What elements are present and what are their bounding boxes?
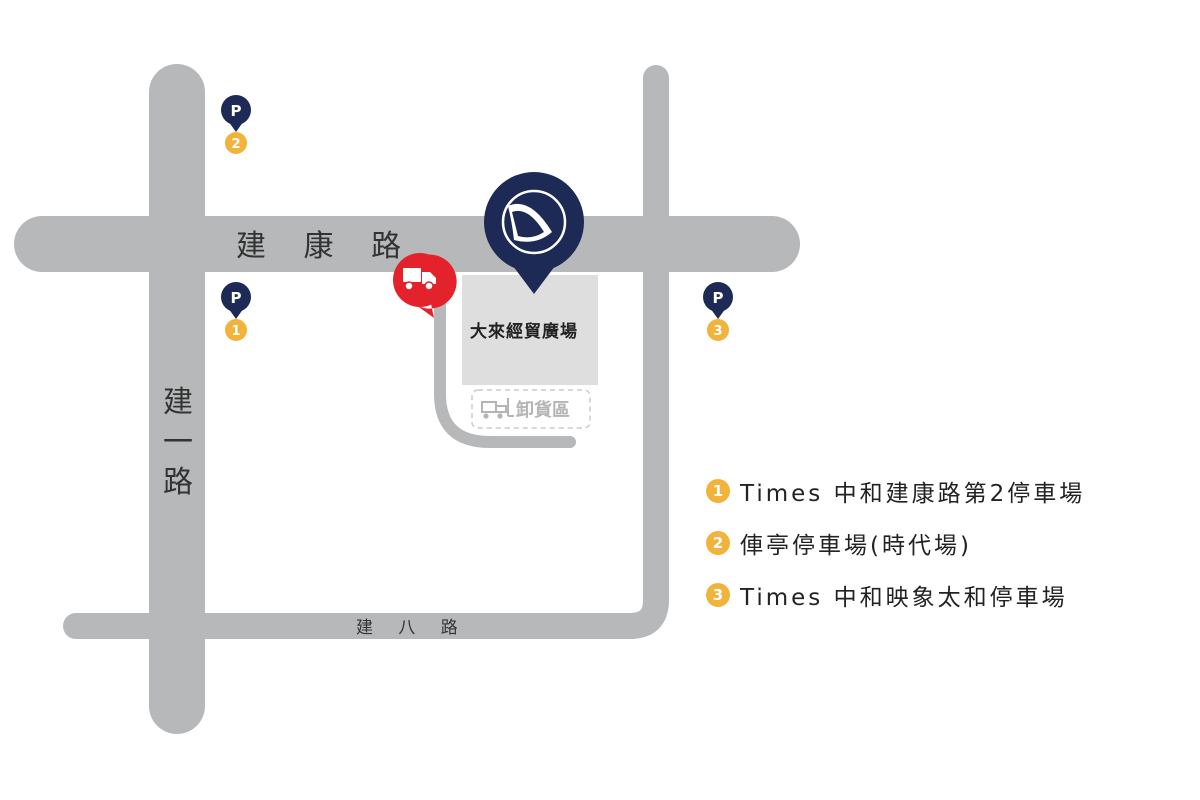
parking-marker-3[interactable]: P 3 [703,282,733,341]
parking-marker-1[interactable]: P 1 [221,282,251,341]
brand-logo-icon [501,189,567,255]
parking-number: 2 [231,137,240,152]
forklift-icon [481,398,514,419]
road-label-jianba: 建 八 路 [356,618,468,638]
parking-number: 1 [231,324,240,339]
truck-pin[interactable] [393,253,457,318]
parking-letter: P [231,102,242,120]
road-label-jianyi-1: 建 [163,385,193,420]
parking-number: 3 [713,324,722,339]
parking-legend: 1 Times 中和建康路第2停車場 2 俥亭停車場(時代場) 3 Times … [706,472,1186,628]
legend-item-2: 2 俥亭停車場(時代場) [706,524,1186,562]
legend-number: 3 [706,583,730,607]
truck-icon [403,268,436,291]
road-jianba [63,65,669,639]
road-label-jianyi-2: 一 [163,425,193,460]
legend-item-1: 1 Times 中和建康路第2停車場 [706,472,1186,510]
legend-text: Times 中和建康路第2停車場 [740,481,1086,507]
building-block [462,275,598,385]
legend-text: 俥亭停車場(時代場) [740,533,972,559]
legend-number: 1 [706,479,730,503]
access-lane [434,292,576,448]
parking-letter: P [231,289,242,307]
roads [14,64,800,734]
building-name: 大來經貿廣場 [470,321,578,342]
road-label-jianyi-3: 路 [163,465,193,500]
parking-letter: P [713,289,724,307]
unloading-zone-label: 卸貨區 [516,399,570,421]
unloading-zone-box [471,389,591,429]
legend-text: Times 中和映象太和停車場 [740,585,1068,611]
location-pin[interactable] [484,172,584,294]
legend-number: 2 [706,531,730,555]
unloading-zone: 卸貨區 [471,389,591,429]
legend-item-3: 3 Times 中和映象太和停車場 [706,576,1186,614]
road-label-jiankang: 建 康 路 [236,229,415,264]
parking-marker-2[interactable]: P 2 [221,95,251,154]
